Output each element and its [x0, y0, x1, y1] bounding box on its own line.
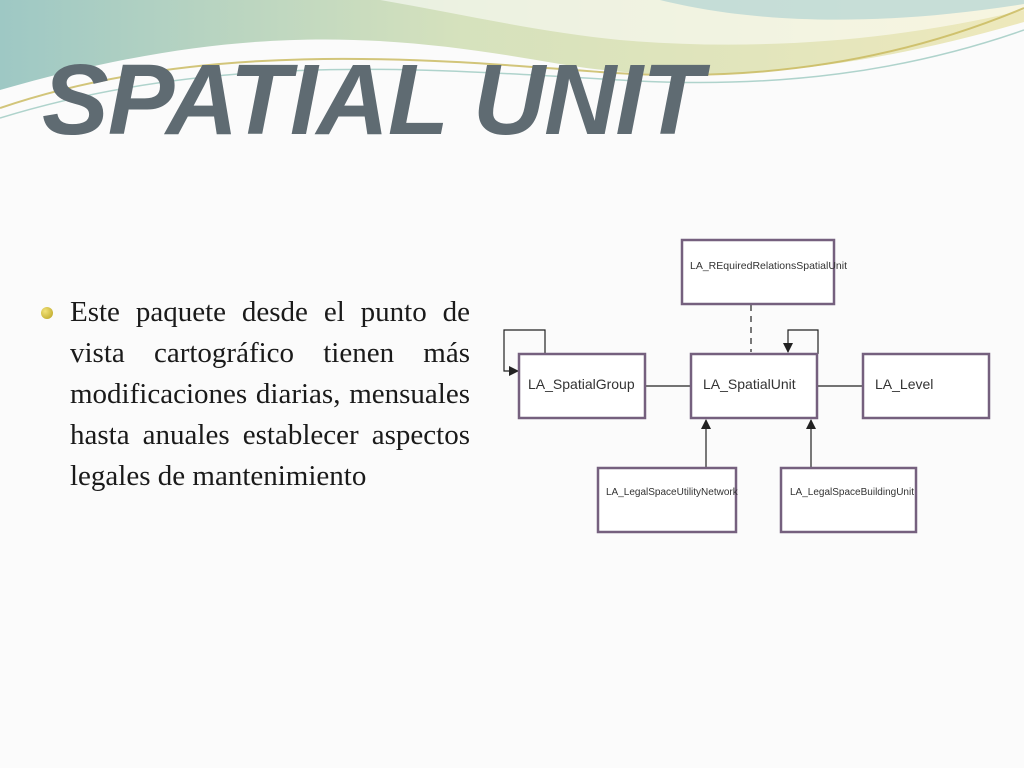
box-label-spatial-group: LA_SpatialGroup: [528, 376, 635, 392]
slide-title: SPATIAL UNIT: [42, 44, 703, 156]
bullet-dot-icon: [41, 307, 53, 319]
box-label-utility-network: LA_LegalSpaceUtilityNetwork: [606, 487, 739, 498]
box-label-spatial-unit: LA_SpatialUnit: [703, 376, 796, 392]
bullet-item: Este paquete desde el punto de vista car…: [38, 292, 470, 497]
box-required-relations: LA_REquiredRelationsSpatialUnit: [680, 238, 847, 306]
self-association-spatial-unit: [783, 329, 819, 354]
box-level: LA_Level: [861, 352, 991, 420]
box-label-building-unit: LA_LegalSpaceBuildingUnit: [790, 487, 914, 498]
self-association-spatial-group: [503, 329, 546, 376]
box-utility-network: LA_LegalSpaceUtilityNetwork: [596, 466, 739, 534]
bullet-text: Este paquete desde el punto de vista car…: [70, 296, 470, 492]
box-label-level: LA_Level: [875, 376, 933, 392]
box-spatial-unit: LA_SpatialUnit: [689, 352, 819, 420]
bullet-list: Este paquete desde el punto de vista car…: [38, 292, 470, 497]
box-building-unit: LA_LegalSpaceBuildingUnit: [779, 466, 918, 534]
box-spatial-group: LA_SpatialGroup: [517, 352, 647, 420]
box-label-required-relations: LA_REquiredRelationsSpatialUnit: [690, 260, 847, 272]
